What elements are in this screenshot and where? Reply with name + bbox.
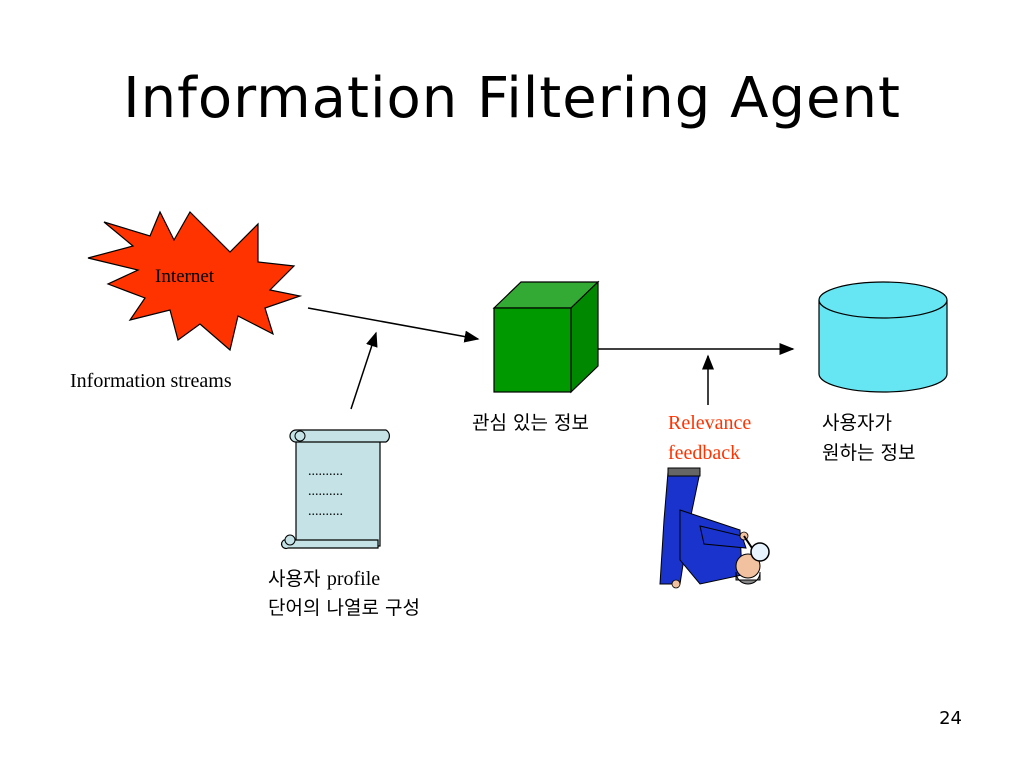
profile-label-english: profile (326, 568, 381, 590)
relevance-line1: Relevance (668, 412, 752, 434)
information-streams-label: Information streams (70, 370, 232, 392)
profile-dots-line: .......... (308, 464, 343, 479)
arrow-profile-to-stream (350, 331, 378, 410)
profile-dots-line: .......... (308, 484, 343, 499)
interesting-info-label: 관심 있는 정보 (472, 412, 589, 434)
database-cylinder-icon (818, 281, 948, 393)
relevance-line2: feedback (668, 442, 741, 464)
profile-dots-line: .......... (308, 504, 343, 519)
arrow-internet-to-cube (307, 307, 480, 343)
profile-label-korean: 사용자 (268, 568, 321, 590)
profile-scroll-icon (280, 429, 390, 550)
person-magnifier-icon (659, 467, 770, 589)
profile-label: 사용자 profile (268, 563, 380, 594)
profile-dots: .......... .......... .......... (308, 462, 343, 522)
relevance-feedback-label: Relevance feedback (668, 408, 751, 468)
page-number: 24 (939, 708, 962, 729)
desired-info-label: 사용자가 원하는 정보 (822, 408, 915, 468)
desired-info-line1: 사용자가 (822, 412, 892, 434)
internet-starburst (87, 210, 303, 352)
internet-label: Internet (155, 266, 215, 287)
cube-icon (492, 280, 600, 394)
profile-description: 단어의 나열로 구성 (268, 597, 420, 619)
slide-title: Information Filtering Agent (123, 66, 901, 131)
desired-info-line2: 원하는 정보 (822, 442, 916, 464)
